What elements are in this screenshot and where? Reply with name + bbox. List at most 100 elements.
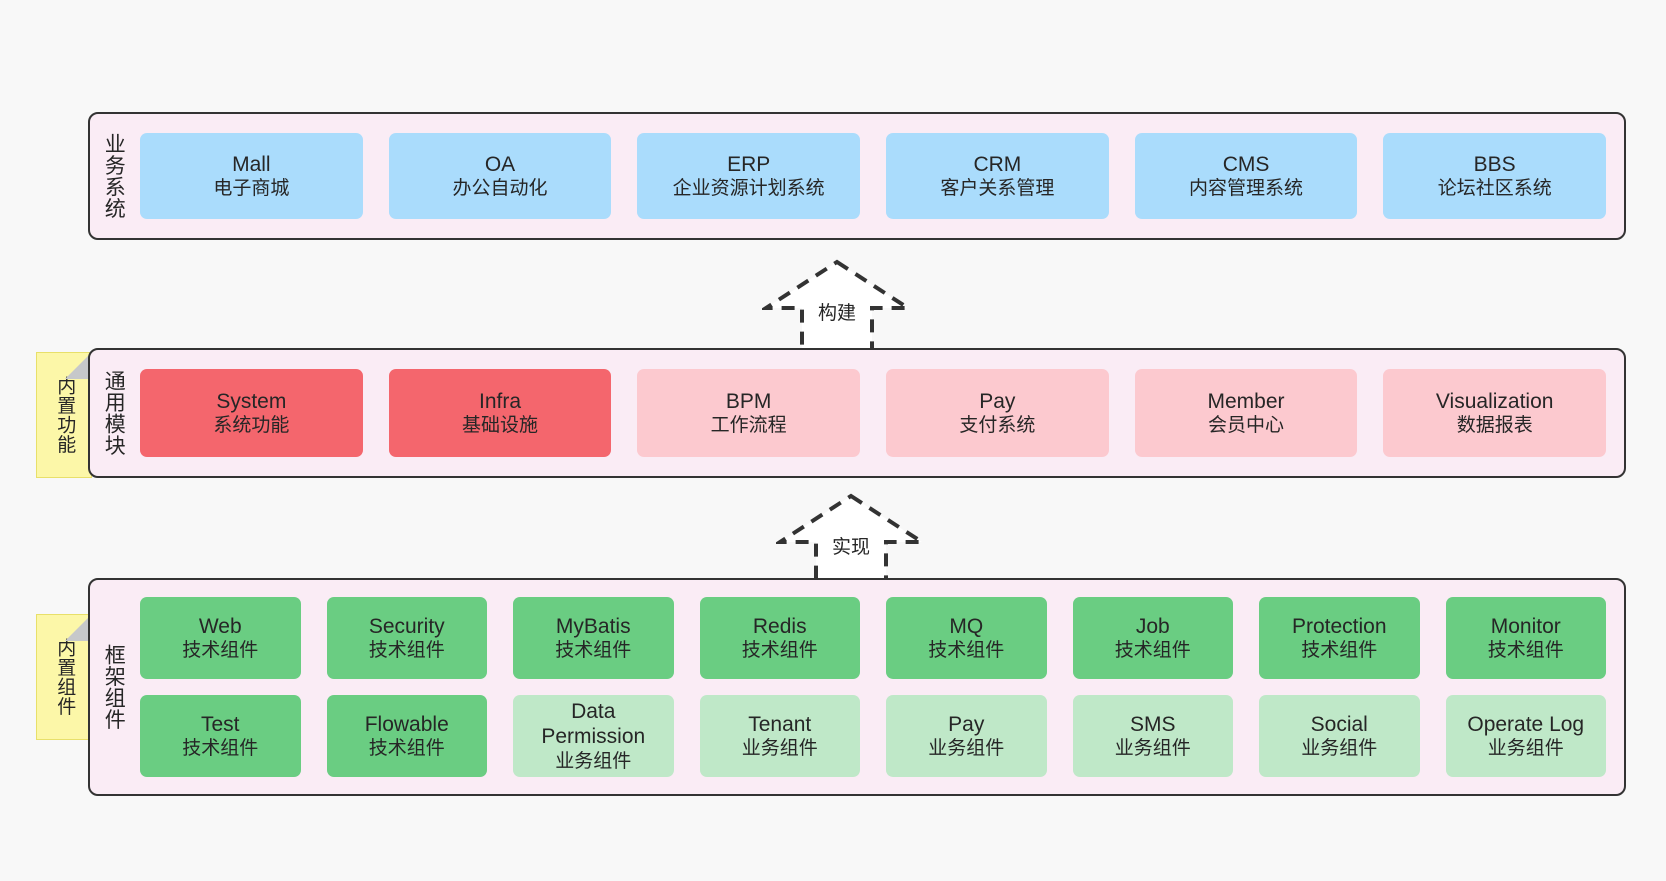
cell-name: Job [1135,614,1170,638]
cell-name: Monitor [1490,614,1561,638]
cell-mybatis[interactable]: MyBatis 技术组件 [513,597,674,679]
cell-desc: 业务组件 [555,751,632,773]
cell-desc: 内容管理系统 [1189,178,1304,200]
layer-body-common-modules: System 系统功能 Infra 基础设施 BPM 工作流程 Pay 支付系统… [136,350,1624,476]
cell-name: Tenant [748,712,812,736]
cell-pay-component[interactable]: Pay 业务组件 [886,695,1047,777]
cell-name: ERP [727,152,771,176]
cell-operate-log[interactable]: Operate Log 业务组件 [1445,695,1606,777]
cell-desc: 技术组件 [368,738,445,760]
layer-title-business-systems: 业务系统 [102,133,126,219]
cell-row: Web 技术组件 Security 技术组件 MyBatis 技术组件 Redi… [140,597,1606,679]
cell-protection[interactable]: Protection 技术组件 [1259,597,1420,679]
cell-name: System [216,389,287,413]
note-label: 内置功能 [54,376,76,454]
cell-name: Visualization [1435,389,1554,413]
cell-name: Social [1310,712,1368,736]
cell-desc: 业务组件 [928,738,1005,760]
cell-desc: 技术组件 [928,640,1005,662]
layer-business-systems: 业务系统 Mall 电子商城 OA 办公自动化 ERP 企业资源计划系统 CRM… [88,112,1626,240]
cell-bbs[interactable]: BBS 论坛社区系统 [1383,133,1607,219]
cell-desc: 会员中心 [1208,415,1285,437]
cell-crm[interactable]: CRM 客户关系管理 [886,133,1109,219]
cell-desc: 数据报表 [1456,415,1533,437]
cell-name: Mall [232,152,271,176]
cell-web[interactable]: Web 技术组件 [140,597,301,679]
cell-redis[interactable]: Redis 技术组件 [699,597,860,679]
cell-name: Pay [948,712,985,736]
layer-body-framework-components: Web 技术组件 Security 技术组件 MyBatis 技术组件 Redi… [136,580,1624,794]
cell-name: Redis [752,614,807,638]
cell-name: MQ [949,614,984,638]
cell-name: Test [200,712,240,736]
cell-cms[interactable]: CMS 内容管理系统 [1134,133,1358,219]
cell-name: MyBatis [555,614,631,638]
cell-oa[interactable]: OA 办公自动化 [388,133,612,219]
cell-mq[interactable]: MQ 技术组件 [886,597,1047,679]
cell-sms[interactable]: SMS 业务组件 [1072,695,1233,777]
cell-name: Operate Log [1467,712,1585,736]
layer-common-modules: 通用模块 System 系统功能 Infra 基础设施 BPM 工作流程 Pay… [88,348,1626,478]
cell-desc: 论坛社区系统 [1437,178,1552,200]
cell-system[interactable]: System 系统功能 [140,369,363,457]
cell-social[interactable]: Social 业务组件 [1259,695,1420,777]
note-label: 内置组件 [54,638,76,716]
cell-desc: 电子商城 [213,178,290,200]
cell-data-permission[interactable]: Data Permission 业务组件 [513,695,674,777]
cell-desc: 系统功能 [213,415,290,437]
cell-desc: 业务组件 [741,738,818,760]
cell-desc: 技术组件 [368,640,445,662]
cell-desc: 技术组件 [555,640,632,662]
layer-body-business-systems: Mall 电子商城 OA 办公自动化 ERP 企业资源计划系统 CRM 客户关系… [136,114,1624,238]
cell-name: Infra [478,389,522,413]
cell-erp[interactable]: ERP 企业资源计划系统 [637,133,861,219]
layer-title-common-modules: 通用模块 [102,370,126,456]
cell-test[interactable]: Test 技术组件 [140,695,301,777]
cell-security[interactable]: Security 技术组件 [326,597,487,679]
cell-visualization[interactable]: Visualization 数据报表 [1383,369,1607,457]
cell-job[interactable]: Job 技术组件 [1072,597,1233,679]
cell-name: BBS [1473,152,1516,176]
cell-desc: 客户关系管理 [940,178,1055,200]
cell-row: Mall 电子商城 OA 办公自动化 ERP 企业资源计划系统 CRM 客户关系… [140,133,1607,219]
note-builtin-components: 内置组件 [36,614,92,740]
cell-desc: 业务组件 [1301,738,1378,760]
cell-row: Test 技术组件 Flowable 技术组件 Data Permission … [140,695,1606,777]
cell-desc: 支付系统 [959,415,1036,437]
cell-name: Web [198,614,242,638]
cell-monitor[interactable]: Monitor 技术组件 [1445,597,1606,679]
cell-desc: 业务组件 [1114,738,1191,760]
cell-name: OA [484,152,516,176]
cell-name: Protection [1291,614,1387,638]
cell-tenant[interactable]: Tenant 业务组件 [699,695,860,777]
cell-name: Pay [979,389,1016,413]
cell-desc: 技术组件 [182,640,259,662]
cell-pay-module[interactable]: Pay 支付系统 [886,369,1109,457]
cell-name: Flowable [364,712,449,736]
cell-desc: 办公自动化 [452,178,548,200]
cell-desc: 基础设施 [462,415,539,437]
cell-desc: 技术组件 [1114,640,1191,662]
cell-name: Data Permission [541,699,646,749]
cell-desc: 工作流程 [710,415,787,437]
layer-title-framework-components: 框架组件 [102,644,126,730]
layer-framework-components: 框架组件 Web 技术组件 Security 技术组件 MyBatis 技术组件… [88,578,1626,796]
cell-desc: 技术组件 [1301,640,1378,662]
cell-row: System 系统功能 Infra 基础设施 BPM 工作流程 Pay 支付系统… [140,369,1607,457]
cell-name: BPM [725,389,772,413]
cell-infra[interactable]: Infra 基础设施 [388,369,612,457]
cell-mall[interactable]: Mall 电子商城 [140,133,363,219]
cell-member[interactable]: Member 会员中心 [1134,369,1358,457]
cell-desc: 业务组件 [1487,738,1564,760]
cell-name: SMS [1129,712,1176,736]
arrow-build: 构建 [762,258,912,356]
cell-name: Security [368,614,445,638]
cell-bpm[interactable]: BPM 工作流程 [637,369,861,457]
cell-name: CMS [1222,152,1270,176]
cell-name: Member [1207,389,1285,413]
cell-desc: 技术组件 [741,640,818,662]
cell-desc: 企业资源计划系统 [672,178,825,200]
cell-flowable[interactable]: Flowable 技术组件 [326,695,487,777]
cell-desc: 技术组件 [182,738,259,760]
